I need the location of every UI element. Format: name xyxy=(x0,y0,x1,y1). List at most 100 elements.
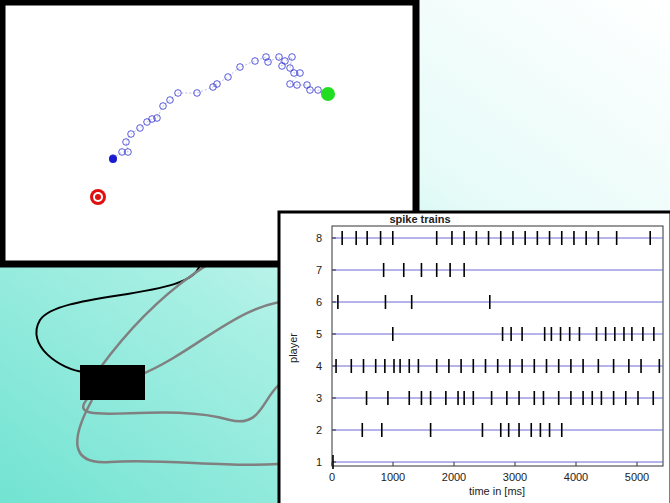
spike xyxy=(652,391,654,405)
trajectory-dot xyxy=(276,54,283,61)
axis-tick xyxy=(454,462,455,466)
spike xyxy=(392,231,394,245)
trajectory-dot xyxy=(160,103,167,110)
spike xyxy=(582,391,584,405)
axis-title: player xyxy=(287,333,299,363)
spike xyxy=(508,423,510,437)
spike xyxy=(355,231,357,245)
axis-tick xyxy=(332,270,336,271)
trajectory-dot xyxy=(137,125,144,132)
spike xyxy=(472,391,474,405)
spike xyxy=(530,423,532,437)
trajectory-dot xyxy=(128,131,135,138)
spike xyxy=(436,263,438,277)
spike xyxy=(623,327,625,341)
trajectory-dot xyxy=(125,149,132,156)
spike xyxy=(393,359,395,373)
spike xyxy=(642,327,644,341)
spike xyxy=(418,359,420,373)
axis-tick-label: 6 xyxy=(316,296,322,308)
trajectory-dot xyxy=(154,115,161,122)
spike xyxy=(449,263,451,277)
trajectory-dot xyxy=(289,54,296,61)
axis-tick-label: 2000 xyxy=(442,471,466,483)
trajectory-dot xyxy=(287,81,294,88)
spike xyxy=(591,391,593,405)
spike xyxy=(560,327,562,341)
spike xyxy=(411,295,413,309)
axis-tick-label: 7 xyxy=(316,264,322,276)
spike xyxy=(561,231,563,245)
spike xyxy=(561,423,563,437)
trajectory xyxy=(110,54,329,162)
spike xyxy=(521,327,523,341)
axis-tick xyxy=(332,302,336,303)
spike xyxy=(598,231,600,245)
spike xyxy=(341,231,343,245)
spike xyxy=(533,359,535,373)
spike xyxy=(640,359,642,373)
axis-tick xyxy=(637,462,638,466)
spike xyxy=(380,231,382,245)
axis-tick-label: 3 xyxy=(316,392,322,404)
spike xyxy=(366,231,368,245)
spike xyxy=(451,231,453,245)
spike xyxy=(613,391,615,405)
spike xyxy=(430,423,432,437)
spike xyxy=(579,327,581,341)
spike xyxy=(596,327,598,341)
spike xyxy=(543,391,545,405)
start-point xyxy=(321,87,335,101)
spike xyxy=(337,295,339,309)
spike xyxy=(421,391,423,405)
spike xyxy=(605,327,607,341)
axis-tick xyxy=(515,462,516,466)
trajectory-line xyxy=(113,57,325,158)
spike xyxy=(569,327,571,341)
axis-tick-label: 2 xyxy=(316,424,322,436)
spike xyxy=(585,231,587,245)
trajectory-dot xyxy=(214,81,221,88)
axis-tick-label: 4 xyxy=(316,360,322,372)
axis-tick xyxy=(393,462,394,466)
spike xyxy=(448,359,450,373)
spike xyxy=(485,359,487,373)
spike xyxy=(649,231,651,245)
spike xyxy=(491,391,493,405)
axis-tick xyxy=(576,462,577,466)
target-outer xyxy=(90,189,106,205)
trajectory-dot xyxy=(304,82,311,89)
axis-tick-label: 3000 xyxy=(503,471,527,483)
spike xyxy=(445,391,447,405)
row-line xyxy=(332,462,663,463)
spike xyxy=(472,359,474,373)
trajectory-dot xyxy=(294,82,301,89)
spike xyxy=(601,391,603,405)
spike xyxy=(399,359,401,373)
trajectory-dot xyxy=(279,63,286,70)
spike xyxy=(549,423,551,437)
trajectory-dot xyxy=(167,97,174,104)
spike xyxy=(332,455,334,469)
axis-tick-label: 1000 xyxy=(381,471,405,483)
spike xyxy=(582,359,584,373)
spike xyxy=(366,391,368,405)
trajectory-dot xyxy=(123,139,130,146)
chart-panel xyxy=(279,212,670,503)
spike xyxy=(628,359,630,373)
trajectory-dot xyxy=(252,58,259,65)
spike xyxy=(361,423,363,437)
trajectory-dot xyxy=(315,87,322,94)
spike xyxy=(460,359,462,373)
spike xyxy=(476,231,478,245)
spike xyxy=(614,327,616,341)
spike xyxy=(625,391,627,405)
spike xyxy=(521,359,523,373)
trajectory-dot xyxy=(225,74,232,81)
axis-tick xyxy=(332,462,333,466)
spike xyxy=(509,359,511,373)
row-line xyxy=(332,270,663,271)
spike xyxy=(385,295,387,309)
spike xyxy=(544,327,546,341)
target-ring xyxy=(93,192,103,202)
